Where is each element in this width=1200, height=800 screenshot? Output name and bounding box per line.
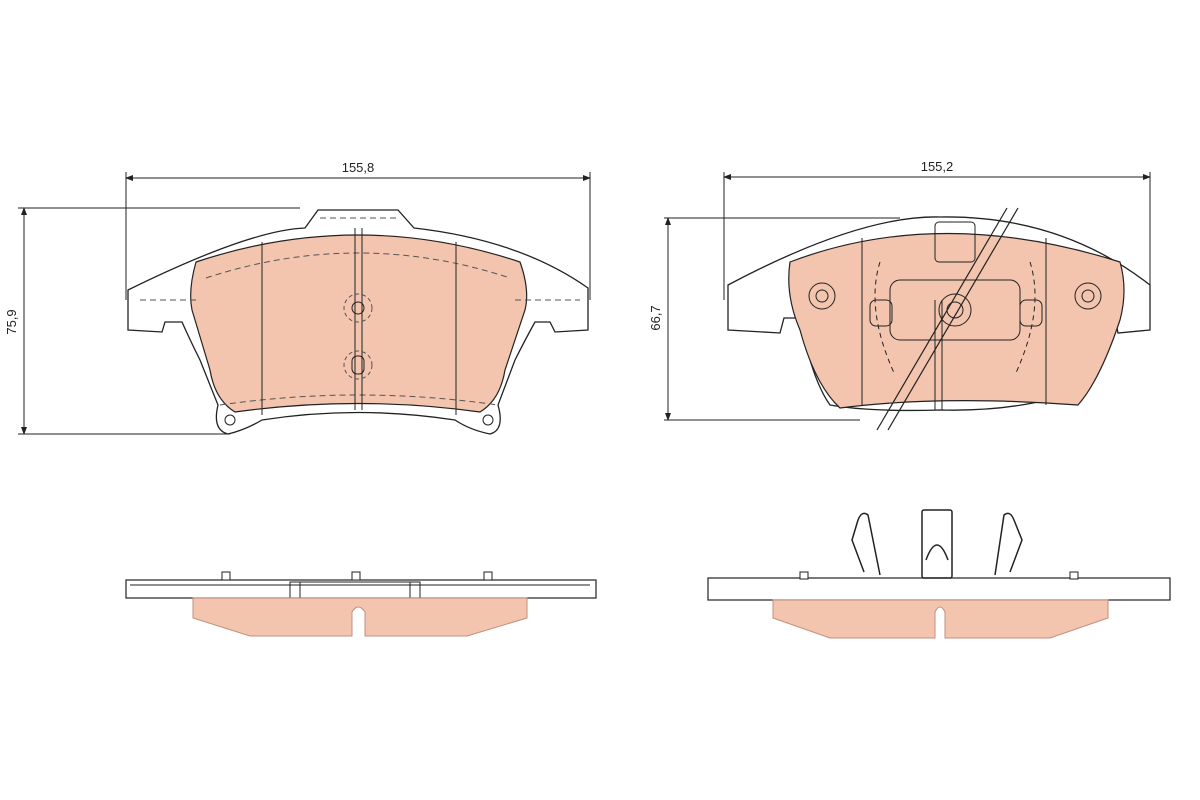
friction-material — [788, 232, 1125, 409]
side-friction-material — [192, 597, 528, 637]
pad-left-front-view: 155,8 75,9 — [4, 160, 591, 435]
pad-right-side-view-with-clip — [707, 509, 1171, 639]
side-friction-material — [772, 599, 1109, 639]
height-dimension-label: 75,9 — [4, 309, 19, 334]
pad-right-front-view: 155,2 66,7 — [648, 159, 1151, 431]
retaining-clip — [869, 221, 1043, 376]
width-dimension-label: 155,2 — [921, 159, 954, 174]
sensor-hole — [343, 293, 373, 323]
mounting-hole-right — [1074, 282, 1102, 310]
side-backing-plate — [707, 577, 1171, 601]
spring-clip — [851, 509, 1023, 579]
pad-left-side-view — [125, 571, 597, 637]
side-backing-plate — [125, 579, 597, 599]
width-dimension-label: 155,8 — [342, 160, 375, 175]
mounting-hole-left — [224, 414, 236, 426]
wear-indicator-line — [887, 207, 1019, 431]
mounting-hole-left — [808, 282, 836, 310]
friction-material — [190, 234, 528, 413]
height-dimension-label: 66,7 — [648, 305, 663, 330]
mounting-hole-right — [482, 414, 494, 426]
